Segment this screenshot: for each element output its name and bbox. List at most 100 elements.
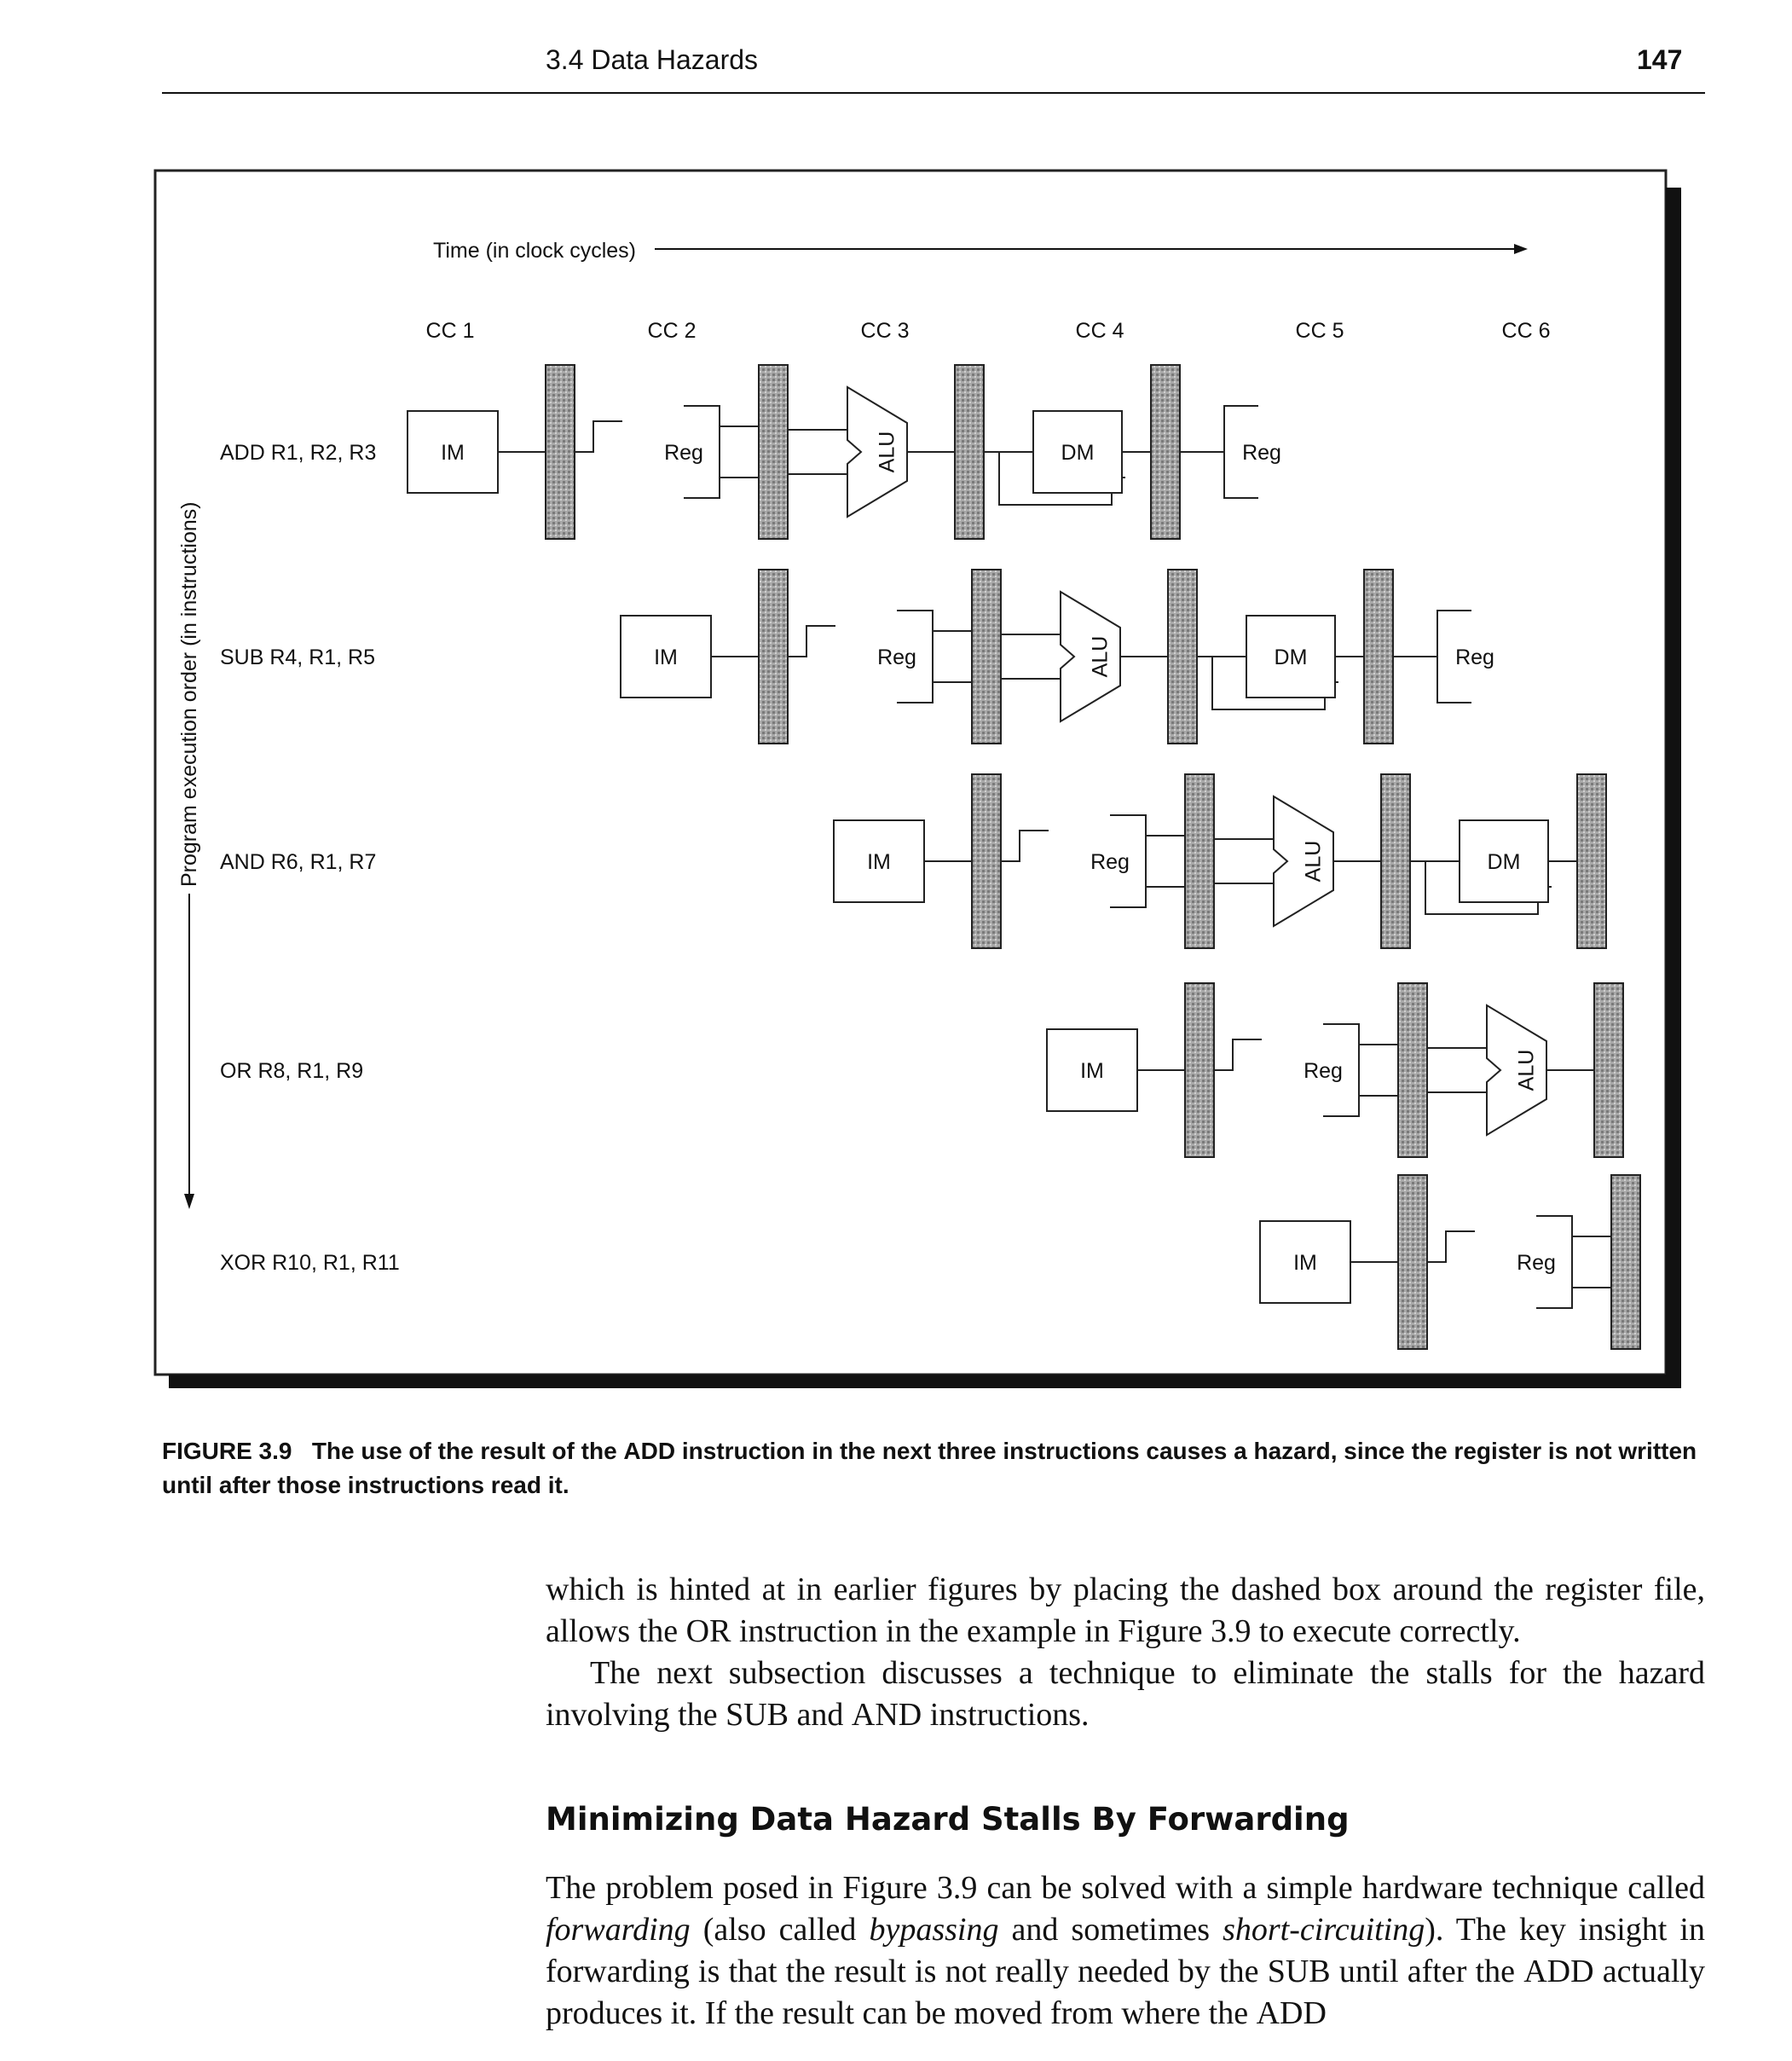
figure-caption: FIGURE 3.9 The use of the result of the … bbox=[162, 1434, 1705, 1502]
instruction-label: ADD R1, R2, R3 bbox=[220, 441, 376, 465]
clock-cycle-label: CC 2 bbox=[648, 319, 697, 343]
pipeline-latch bbox=[1184, 773, 1215, 949]
p3-text-c: and sometimes bbox=[1011, 1912, 1211, 1948]
pipeline-row: IM Reg ALU DM Reg bbox=[407, 364, 1281, 540]
clock-cycle-label: CC 1 bbox=[426, 319, 475, 343]
alu-shape bbox=[847, 385, 908, 518]
stage-label-alu: ALU bbox=[1302, 841, 1326, 883]
figure-label: FIGURE 3.9 bbox=[162, 1438, 292, 1464]
connector bbox=[1427, 1230, 1475, 1263]
pipeline-latch bbox=[1397, 982, 1428, 1158]
instruction-memory-box bbox=[1259, 1220, 1351, 1304]
order-axis-label: Program execution order (in instructions… bbox=[177, 501, 201, 887]
pipeline-latch bbox=[971, 569, 1002, 744]
pipeline-latch bbox=[1150, 364, 1181, 540]
stage-label-dm: DM bbox=[1061, 441, 1095, 465]
instruction-label: XOR R10, R1, R11 bbox=[220, 1251, 400, 1275]
clock-cycle-label: CC 4 bbox=[1076, 319, 1124, 343]
instruction-label: SUB R4, R1, R5 bbox=[220, 646, 375, 669]
running-header-title: 3.4 Data Hazards bbox=[546, 44, 759, 75]
p3-term-short-circuiting: short-circuiting bbox=[1223, 1912, 1425, 1948]
register-file-read bbox=[897, 610, 934, 703]
pipeline-latch bbox=[758, 569, 789, 744]
p2-text-mid: and bbox=[796, 1697, 844, 1733]
p3-text-b: (also called bbox=[702, 1912, 857, 1948]
pipeline-latch bbox=[1593, 982, 1624, 1158]
pipeline-latch bbox=[1576, 773, 1607, 949]
register-file-read bbox=[1323, 1023, 1360, 1117]
caption-keyword: ADD bbox=[623, 1438, 676, 1464]
register-file-read bbox=[684, 405, 720, 499]
pipeline-row: IM Reg ALU bbox=[1046, 982, 1624, 1158]
clock-cycle-label: CC 3 bbox=[861, 319, 910, 343]
p3-term-forwarding: forwarding bbox=[546, 1912, 691, 1948]
stage-label-im: IM bbox=[441, 441, 465, 465]
time-axis-arrowhead bbox=[1514, 244, 1528, 254]
p3-text-a: The problem posed in Figure 3.9 can be s… bbox=[546, 1870, 1705, 1906]
data-memory-box bbox=[1246, 615, 1336, 698]
pipeline-latch bbox=[1397, 1174, 1428, 1350]
alu-shape bbox=[1060, 590, 1121, 723]
register-file-write bbox=[1436, 610, 1471, 703]
page-number: 147 bbox=[1637, 44, 1683, 75]
stage-label-alu: ALU bbox=[876, 431, 899, 473]
pipeline-latch bbox=[1184, 982, 1215, 1158]
pipeline-latch bbox=[1167, 569, 1198, 744]
stage-label-reg: Reg bbox=[1242, 441, 1281, 465]
body-paragraph-2: The next subsection discusses a techniqu… bbox=[546, 1653, 1705, 1736]
connector bbox=[1001, 830, 1049, 862]
body-paragraph-1: which is hinted at in earlier figures by… bbox=[546, 1569, 1705, 1653]
instruction-label: OR R8, R1, R9 bbox=[220, 1059, 363, 1083]
stage-label-reg: Reg bbox=[1090, 850, 1130, 874]
caption-text-a: The use of the result of the bbox=[311, 1438, 617, 1464]
alu-shape bbox=[1273, 795, 1334, 928]
stage-label-dm: DM bbox=[1275, 646, 1308, 669]
stage-label-reg: Reg bbox=[664, 441, 703, 465]
data-memory-box bbox=[1032, 410, 1123, 494]
connector bbox=[575, 420, 622, 453]
order-axis-arrowhead bbox=[184, 1194, 194, 1209]
stage-label-im: IM bbox=[1080, 1059, 1104, 1083]
alu-shape bbox=[1486, 1004, 1547, 1137]
header-rule bbox=[162, 92, 1705, 94]
clock-cycle-label: CC 6 bbox=[1502, 319, 1551, 343]
instruction-memory-box bbox=[1046, 1028, 1138, 1112]
pipeline-latch bbox=[758, 364, 789, 540]
register-file-write bbox=[1223, 405, 1258, 499]
stage-label-alu: ALU bbox=[1515, 1050, 1539, 1091]
clock-cycle-label: CC 5 bbox=[1296, 319, 1344, 343]
stage-label-alu: ALU bbox=[1089, 636, 1113, 678]
instruction-memory-box bbox=[620, 615, 712, 698]
p2-keyword-1: SUB bbox=[725, 1697, 789, 1733]
pipeline-latch bbox=[971, 773, 1002, 949]
pipeline-row: IM Reg ALU DM bbox=[833, 773, 1607, 949]
connector bbox=[788, 625, 835, 657]
stage-label-im: IM bbox=[867, 850, 891, 874]
pipeline-latch bbox=[1363, 569, 1394, 744]
p2-keyword-2: AND bbox=[851, 1697, 922, 1733]
p1-keyword: OR bbox=[685, 1613, 731, 1649]
stage-label-im: IM bbox=[654, 646, 678, 669]
p1-text-b: instruction in the example in Figure 3.9… bbox=[738, 1613, 1521, 1649]
body-paragraph-3: The problem posed in Figure 3.9 can be s… bbox=[546, 1867, 1705, 2035]
p3-term-bypassing: bypassing bbox=[869, 1912, 999, 1948]
p3-text-d: ). The key insight in forwarding is that… bbox=[546, 1912, 1705, 1989]
p1-text-a: which is hinted at in earlier figures by… bbox=[546, 1572, 1705, 1649]
pipeline-latch bbox=[1610, 1174, 1641, 1350]
register-file-read bbox=[1110, 814, 1147, 908]
instruction-label: AND R6, R1, R7 bbox=[220, 850, 376, 874]
stage-label-reg: Reg bbox=[1517, 1251, 1556, 1275]
figure-frame bbox=[153, 169, 1681, 1388]
instruction-memory-box bbox=[833, 819, 925, 903]
p2-text-b: instructions. bbox=[929, 1697, 1090, 1733]
p3-text-e: until after the bbox=[1338, 1954, 1515, 1989]
stage-label-reg: Reg bbox=[1304, 1059, 1343, 1083]
p3-keyword-1: SUB bbox=[1267, 1954, 1331, 1989]
pipeline-diagram: Time (in clock cycles) Program execution… bbox=[153, 169, 1681, 1388]
p3-keyword-2: ADD bbox=[1523, 1954, 1594, 1989]
caption-text-b: instruction in the next three instructio… bbox=[162, 1438, 1697, 1498]
stage-label-dm: DM bbox=[1488, 850, 1521, 874]
p3-keyword-3: ADD bbox=[1256, 1995, 1327, 2031]
connector bbox=[1214, 1039, 1262, 1071]
